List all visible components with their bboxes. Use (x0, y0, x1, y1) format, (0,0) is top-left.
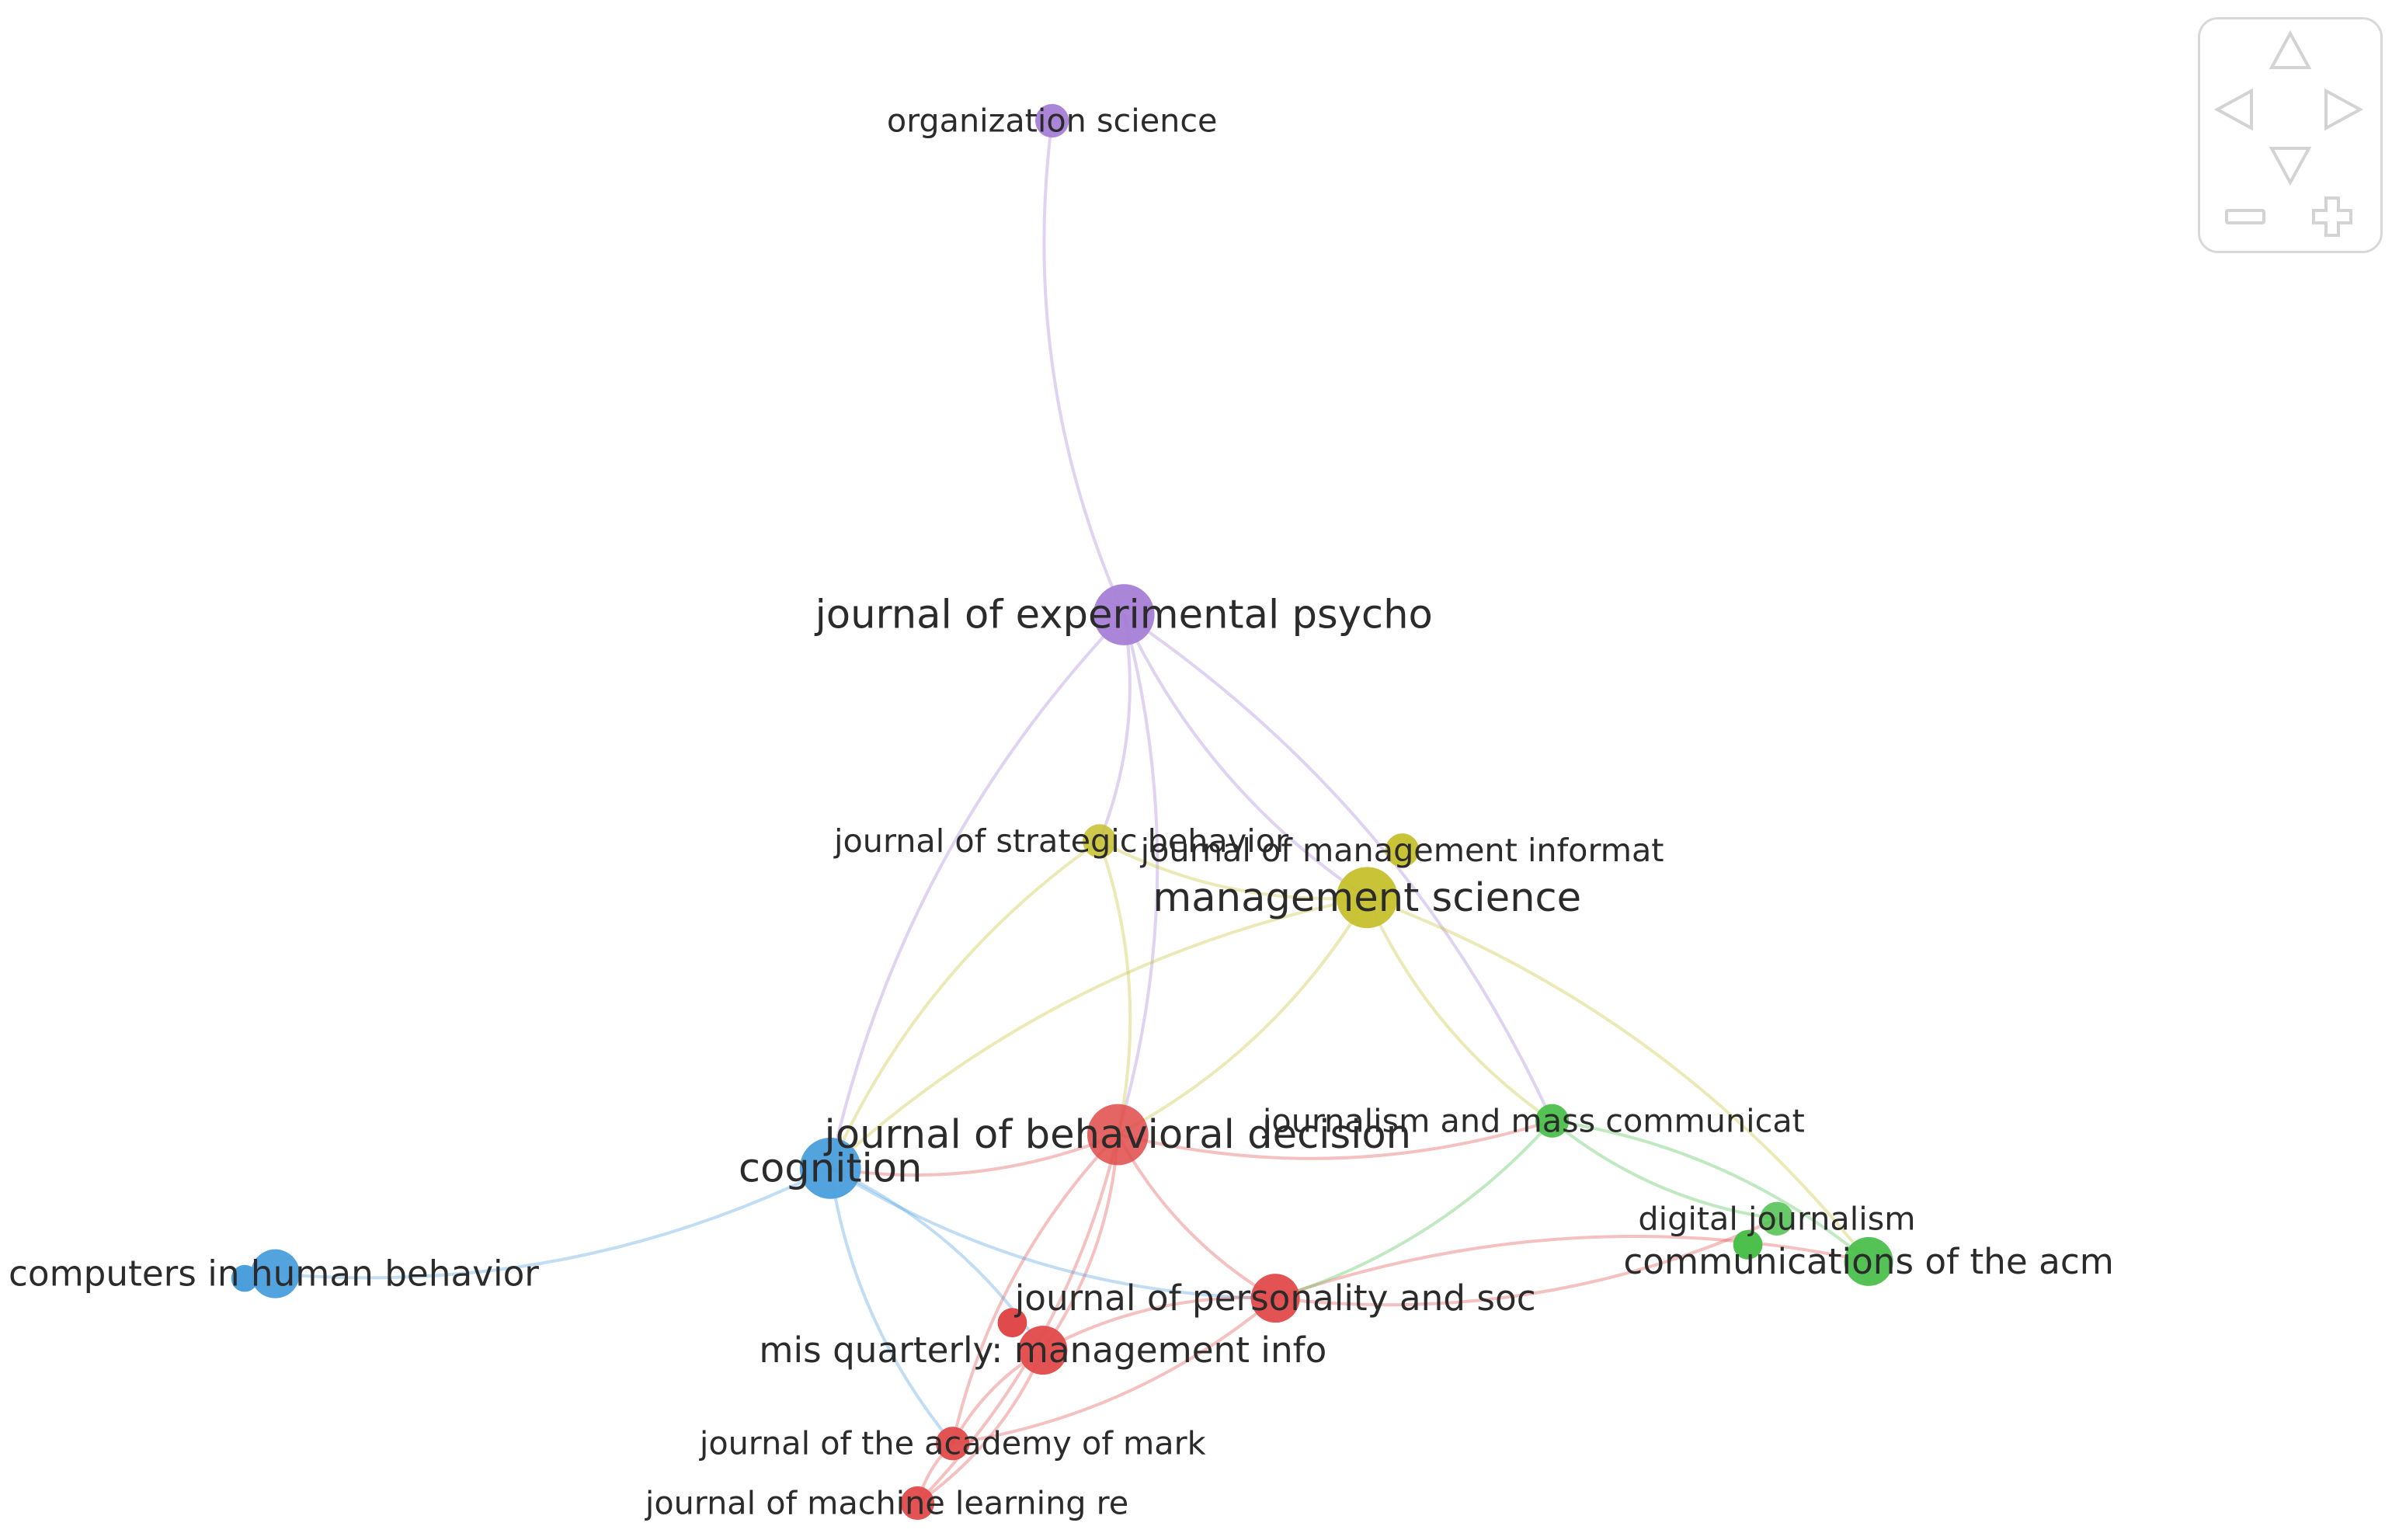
network-node-jam[interactable] (936, 1427, 970, 1461)
pan-up-icon[interactable] (2269, 30, 2312, 69)
network-node-jep[interactable] (1093, 584, 1155, 645)
network-edge (951, 1133, 1119, 1444)
network-edge (829, 1133, 1119, 1177)
pan-left-icon[interactable] (2213, 88, 2253, 131)
network-node-chb[interactable] (250, 1249, 300, 1298)
pan-right-icon[interactable] (2324, 88, 2364, 131)
node-label-jsb[interactable]: journal of strategic behavior (833, 822, 1288, 860)
network-edge (1552, 1119, 1870, 1263)
network-edge (1116, 1134, 1277, 1300)
node-label-jbdm[interactable]: journal of behavioral decision (824, 1111, 1412, 1158)
network-edge (1274, 1234, 1869, 1300)
network-edge (829, 1168, 954, 1445)
zoom-in-icon[interactable] (2312, 196, 2352, 237)
node-label-jmis[interactable]: journal of management informat (1140, 832, 1664, 869)
network-node-dj[interactable] (1760, 1201, 1794, 1236)
node-label-jmc[interactable]: journalism and mass communicat (1262, 1102, 1805, 1139)
node-label-cognition[interactable]: cognition (739, 1145, 923, 1191)
network-edge (1117, 1119, 1553, 1160)
network-edge (1097, 840, 1132, 1135)
network-node-dot[interactable] (997, 1308, 1027, 1338)
node-label-dj[interactable]: digital journalism (1638, 1200, 1915, 1237)
node-layer (231, 103, 1893, 1521)
network-edge (829, 614, 1125, 1169)
network-node-jsb[interactable] (1083, 824, 1117, 858)
node-label-misq[interactable]: mis quarterly: management info (759, 1330, 1326, 1371)
network-edge (1122, 614, 1368, 899)
pan-down-icon[interactable] (2269, 147, 2312, 186)
network-node-mgmt_sci[interactable] (1336, 867, 1398, 929)
node-label-jmlr[interactable]: journal of machine learning re (645, 1485, 1128, 1522)
label-layer: organization science journal of experimen… (9, 103, 2114, 1522)
network-edge (1365, 896, 1553, 1122)
node-label-org_sci[interactable]: organization science (887, 103, 1218, 140)
network-edge (829, 895, 1368, 1170)
network-edge (1041, 1295, 1276, 1352)
node-label-cacm[interactable]: communications of the acm (1623, 1241, 2113, 1282)
zoom-out-icon[interactable] (2225, 209, 2265, 224)
network-edge (1274, 1119, 1554, 1300)
network-node-org_sci[interactable] (1035, 103, 1069, 138)
network-edge (1098, 840, 1368, 901)
node-label-jps[interactable]: journal of personality and soc (1014, 1278, 1536, 1319)
map-navigation-panel (2198, 17, 2383, 253)
network-edge (1097, 614, 1132, 842)
node-label-mgmt_sci[interactable]: management science (1153, 874, 1581, 921)
network-node-cognition[interactable] (799, 1137, 861, 1199)
node-label-jam[interactable]: journal of the academy of mark (699, 1425, 1206, 1462)
node-label-chb[interactable]: computers in human behavior (9, 1253, 539, 1295)
network-edge (1117, 896, 1369, 1136)
network-node-jmlr[interactable] (900, 1486, 935, 1521)
network-edge (916, 1349, 1045, 1505)
network-edge (1116, 614, 1159, 1135)
network-node-dot[interactable] (1733, 1229, 1763, 1260)
network-node-cacm[interactable] (1844, 1236, 1893, 1286)
network-edge (829, 840, 1100, 1170)
network-edge (275, 1166, 832, 1280)
network-node-jps[interactable] (1250, 1274, 1300, 1323)
network-node-jmis[interactable] (1385, 833, 1420, 867)
network-edge (1123, 613, 1554, 1122)
node-label-jep[interactable]: journal of experimental psycho (815, 592, 1433, 638)
network-node-jbdm[interactable] (1086, 1104, 1149, 1166)
network-edge (1551, 1119, 1778, 1221)
network-edge (1042, 120, 1126, 616)
network-edge (829, 1166, 1276, 1300)
network-node-misq[interactable] (1018, 1326, 1068, 1375)
network-node-jmc[interactable] (1535, 1104, 1570, 1138)
network-edge (1366, 895, 1870, 1263)
network-edge (1274, 1217, 1778, 1307)
network-edge (952, 1297, 1277, 1445)
